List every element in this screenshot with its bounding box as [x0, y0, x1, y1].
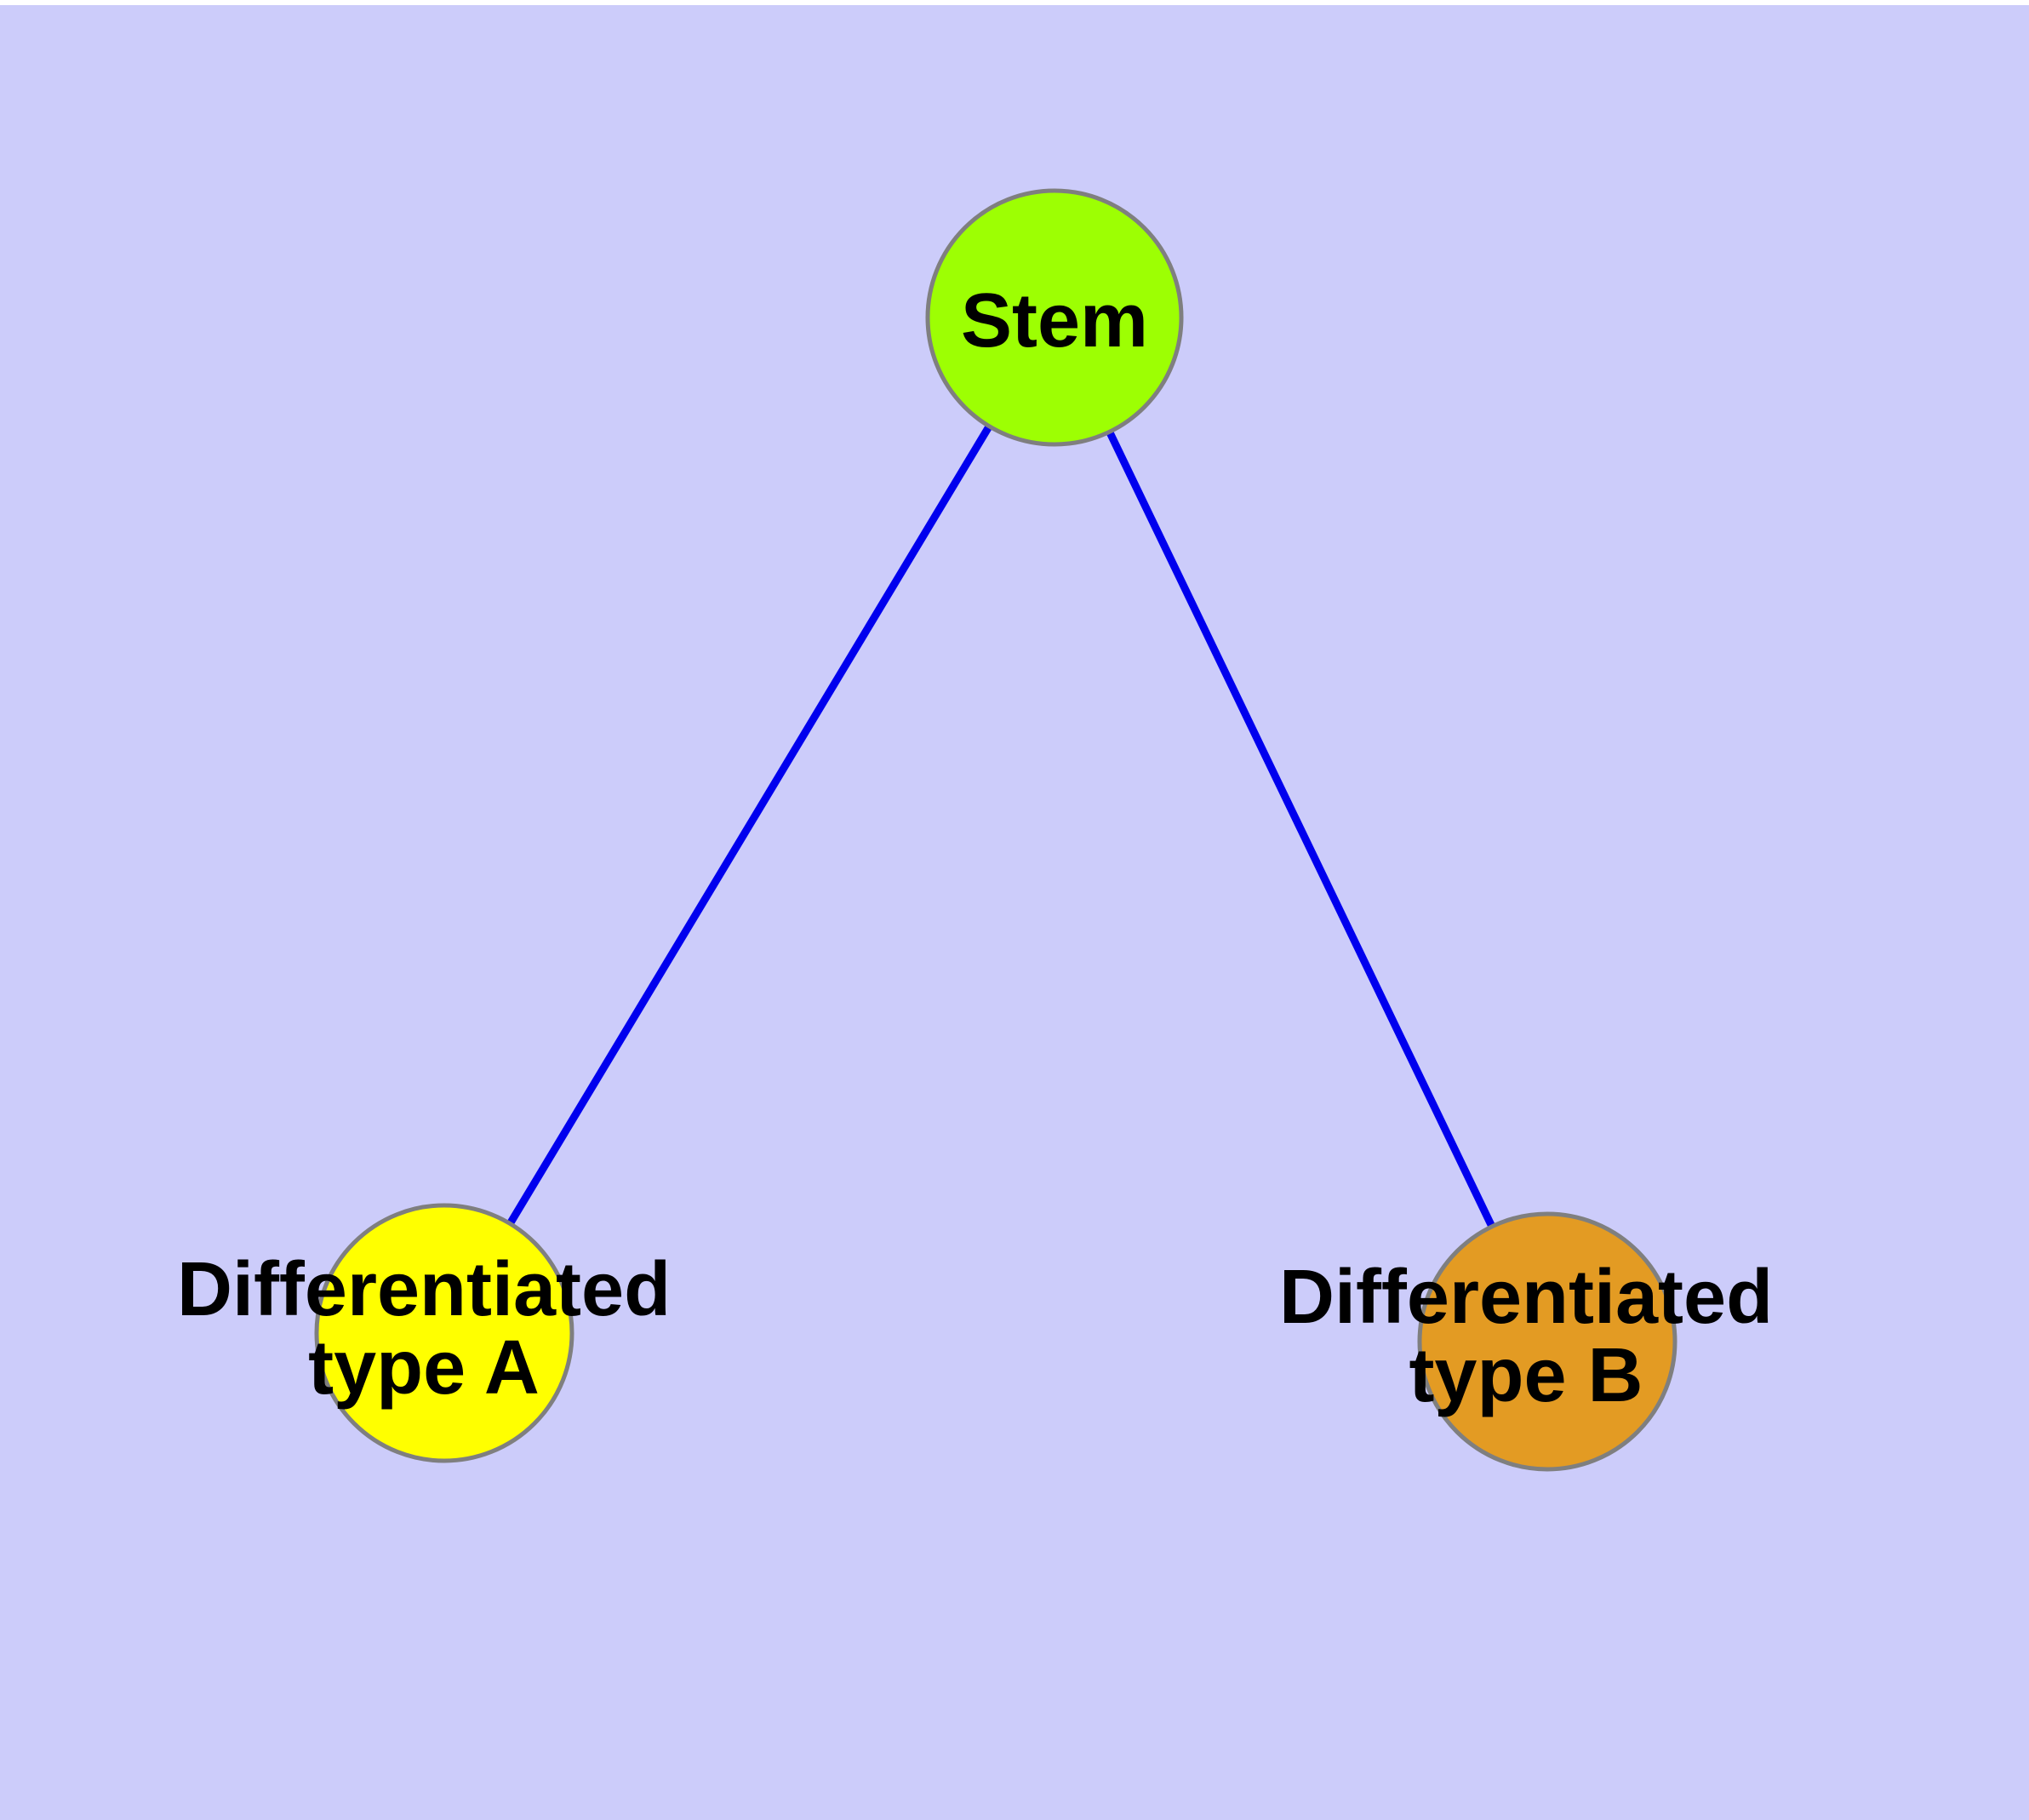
node-stem[interactable]	[925, 188, 1184, 447]
edge-stem-to-diff-a[interactable]	[441, 315, 1058, 1336]
node-differentiated-type-a[interactable]	[314, 1203, 574, 1463]
node-differentiated-type-b[interactable]	[1417, 1211, 1677, 1472]
edge-stem-to-diff-b[interactable]	[1050, 316, 1552, 1343]
edge-layer	[441, 315, 1552, 1343]
node-layer	[314, 188, 1677, 1472]
